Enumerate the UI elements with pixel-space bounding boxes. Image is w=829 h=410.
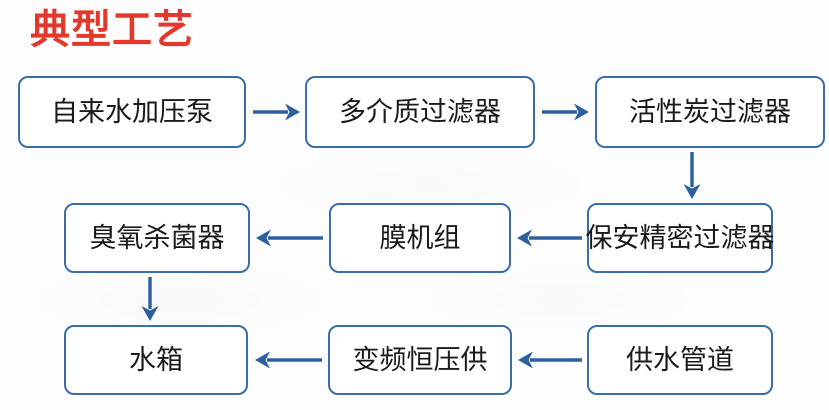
arrow-multimedia-to-carbon-icon <box>542 103 589 121</box>
process-node-label: 水箱 <box>129 344 183 375</box>
process-node-label: 变频恒压供 <box>352 344 488 375</box>
process-node-label: 活性炭过滤器 <box>629 96 791 127</box>
arrow-security-to-membrane-icon <box>517 229 582 247</box>
process-node-membrane-unit[interactable]: 膜机组 <box>329 203 511 273</box>
process-node-label: 膜机组 <box>379 222 461 253</box>
arrow-carbon-to-security-icon <box>683 152 701 199</box>
process-node-label: 保安精密过滤器 <box>585 222 775 253</box>
process-node-vfd-constant-pressure-supply[interactable]: 变频恒压供 <box>328 325 512 395</box>
arrow-vfd-to-tank-icon <box>255 351 322 369</box>
arrow-membrane-to-ozone-icon <box>256 229 323 247</box>
process-node-tap-water-booster-pump[interactable]: 自来水加压泵 <box>18 76 246 148</box>
process-node-security-precision-filter[interactable]: 保安精密过滤器 <box>585 203 775 273</box>
page-title: 典型工艺 <box>30 8 194 52</box>
process-node-label: 自来水加压泵 <box>51 96 213 127</box>
arrow-tap-to-multimedia-icon <box>253 103 300 121</box>
process-node-water-supply-pipeline[interactable]: 供水管道 <box>587 325 773 395</box>
process-node-label: 臭氧杀菌器 <box>89 222 225 253</box>
process-node-water-tank[interactable]: 水箱 <box>64 325 248 395</box>
arrow-pipeline-to-vfd-icon <box>518 351 582 369</box>
process-node-label: 供水管道 <box>626 344 734 375</box>
process-node-ozone-sterilizer[interactable]: 臭氧杀菌器 <box>64 203 250 273</box>
arrow-ozone-to-tank-icon <box>141 277 159 321</box>
process-node-label: 多介质过滤器 <box>339 96 501 127</box>
process-node-activated-carbon-filter[interactable]: 活性炭过滤器 <box>595 76 825 148</box>
process-node-multi-media-filter[interactable]: 多介质过滤器 <box>305 76 535 148</box>
